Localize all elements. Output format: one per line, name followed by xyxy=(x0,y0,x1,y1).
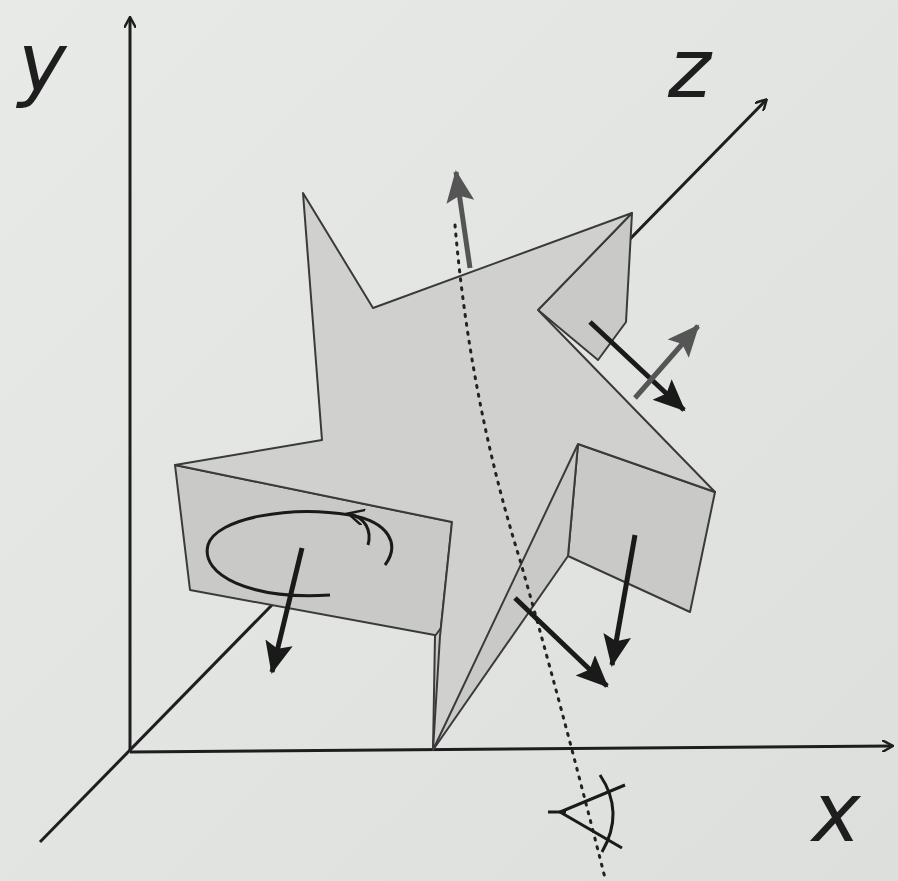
rotation-arrow xyxy=(207,512,391,596)
rotation-head xyxy=(350,514,369,545)
star-face xyxy=(175,193,715,750)
normal-arrows xyxy=(272,172,698,686)
dotted-line xyxy=(455,225,605,878)
axes xyxy=(40,18,892,842)
axis-label: x xyxy=(812,772,861,854)
axis-label: y xyxy=(18,22,67,104)
axis-label: z xyxy=(668,28,711,110)
view-angle-symbol xyxy=(548,775,625,852)
